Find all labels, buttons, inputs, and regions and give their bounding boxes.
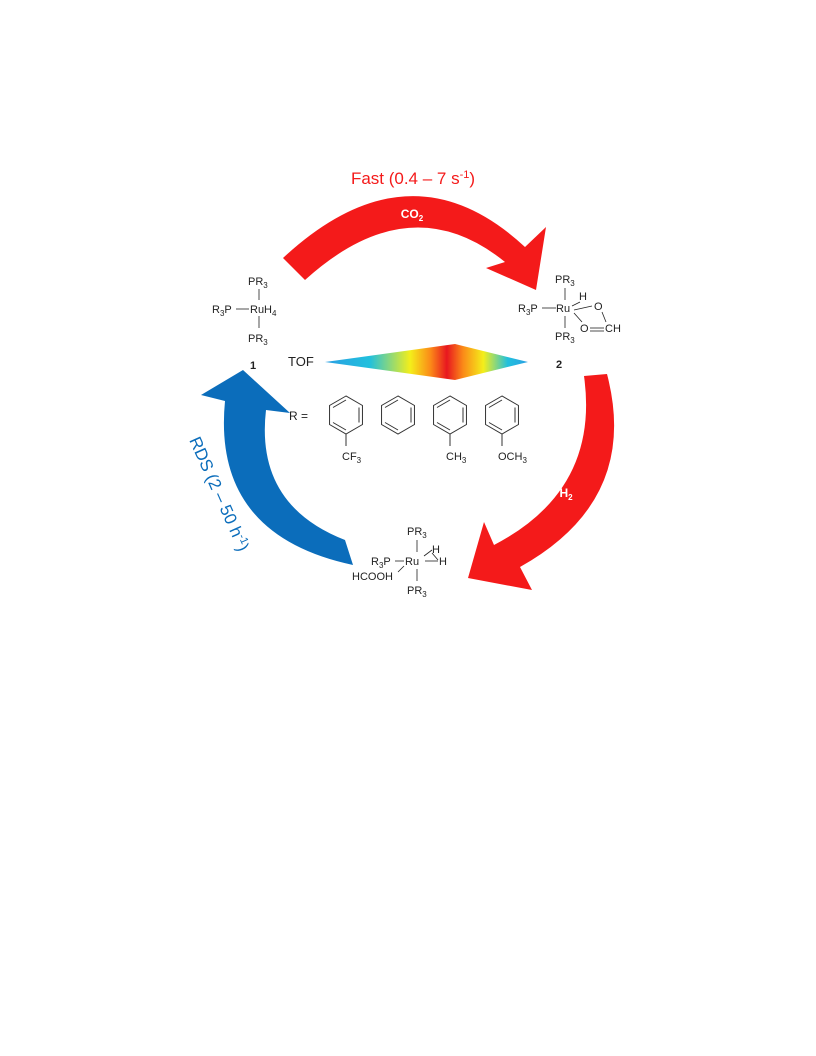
complex-3: PR3 R3P Ru H H HCOOH PR3: [352, 526, 447, 599]
svg-text:RuH4: RuH4: [250, 304, 277, 318]
svg-text:PR3: PR3: [555, 274, 575, 288]
svg-text:R3P: R3P: [371, 556, 391, 570]
double-bond: [384, 422, 399, 431]
top-red-arrow: [283, 196, 546, 290]
substituent-labels: CF3 CH3 OCH3: [342, 451, 527, 465]
complex-1-number: 1: [250, 360, 256, 372]
svg-text:O: O: [580, 323, 589, 335]
substituent-label: CH3: [446, 451, 467, 465]
right-red-arrow: [468, 374, 615, 590]
svg-text:CH: CH: [605, 323, 621, 335]
phenyl-ring: [329, 395, 363, 435]
svg-text:Ru: Ru: [556, 303, 570, 315]
svg-text:O: O: [594, 301, 603, 313]
co2-label: CO2: [401, 207, 424, 223]
h2-label: H2: [559, 486, 573, 502]
double-bond: [332, 399, 347, 408]
svg-text:PR3: PR3: [248, 333, 268, 347]
svg-text:R3P: R3P: [518, 303, 538, 317]
fast-rate-label: Fast (0.4 – 7 s-1): [351, 169, 475, 188]
svg-text:H: H: [579, 291, 587, 303]
phenyl-ring: [381, 395, 415, 435]
double-bond: [384, 399, 399, 408]
phenyl-ring: [433, 395, 467, 435]
tof-label: TOF: [288, 354, 314, 369]
svg-text:R3P: R3P: [212, 304, 232, 318]
tof-gradient-bar: [325, 344, 528, 380]
svg-text:H: H: [439, 556, 447, 568]
double-bond: [488, 422, 503, 431]
complex-2-number: 2: [556, 359, 562, 371]
double-bond: [332, 422, 347, 431]
svg-text:PR3: PR3: [555, 331, 575, 345]
svg-text:HCOOH: HCOOH: [352, 571, 393, 583]
double-bond: [436, 399, 451, 408]
svg-text:Ru: Ru: [405, 556, 419, 568]
complex-1: PR3 R3P RuH4 PR3 1: [212, 276, 277, 372]
r-equals-label: R =: [289, 409, 308, 423]
substituent-rings: [329, 395, 519, 446]
svg-text:PR3: PR3: [248, 276, 268, 290]
svg-text:H: H: [432, 544, 440, 556]
substituent-label: OCH3: [498, 451, 527, 465]
svg-text:PR3: PR3: [407, 585, 427, 599]
double-bond: [488, 399, 503, 408]
complex-2: PR3 R3P Ru H O O CH PR3 2: [518, 274, 621, 371]
phenyl-ring: [485, 395, 519, 435]
left-blue-arrow: [201, 370, 353, 565]
double-bond: [436, 422, 451, 431]
svg-text:PR3: PR3: [407, 526, 427, 540]
substituent-label: CF3: [342, 451, 362, 465]
